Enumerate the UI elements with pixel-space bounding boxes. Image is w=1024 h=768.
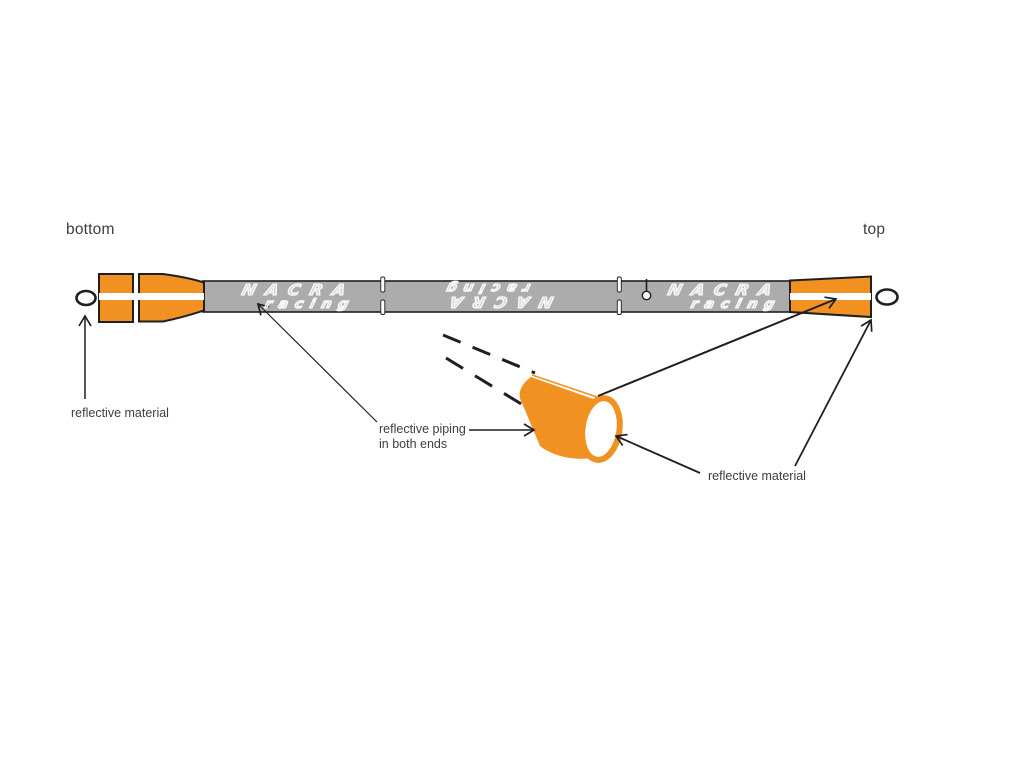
brand-logo-line1: NACRA (239, 280, 358, 299)
reflective-material-right-label: reflective material (708, 469, 806, 483)
notch-slit (616, 276, 622, 293)
top-eyelet (875, 288, 899, 306)
piping-tube-detail (519, 374, 623, 463)
reflective-material-left-label: reflective material (71, 406, 169, 420)
reflective-piping-label-line2: in both ends (379, 437, 448, 451)
brand-logo-right: NACRA racing (642, 280, 794, 312)
tube-opening (579, 395, 623, 463)
tube-body (519, 377, 599, 459)
strap-notches (380, 276, 622, 315)
brand-logo-line1: NACRA (437, 292, 556, 311)
reflective-piping-label: reflective piping in both ends (379, 422, 466, 452)
projection-dashed-lines (442, 333, 537, 415)
notch-slit (380, 299, 386, 315)
keyhole-pin (641, 279, 652, 301)
reflective-piping-label-line1: reflective piping (379, 422, 466, 436)
annotation-arrows (78, 296, 873, 474)
brand-logo-line1: NACRA (665, 280, 784, 299)
tube-top-highlight (531, 374, 598, 398)
brand-logo-left: NACRA racing (216, 280, 368, 312)
arrow-to-top-eyelet (794, 318, 873, 467)
bottom-eyelet (75, 289, 97, 307)
arrow-to-tube-opening (614, 433, 701, 474)
bottom-end-label: bottom (66, 221, 115, 238)
notch-slit (616, 299, 622, 315)
bottom-reflective-stripe (99, 293, 204, 300)
strap-top-end-cap (789, 275, 872, 319)
top-reflective-stripe (790, 293, 871, 300)
brand-logo-line2: racing (262, 296, 357, 312)
brand-logo-center-flipped: NACRA racing (427, 279, 579, 311)
brand-logo-line2: racing (438, 279, 533, 295)
arrow-tube-to-top-stripe (597, 296, 838, 397)
brand-logo-line2: racing (688, 296, 783, 312)
top-end-label: top (863, 221, 886, 238)
arrow-to-bottom-stripe (256, 302, 378, 423)
strap-bottom-end-cap (98, 273, 205, 323)
notch-slit (380, 276, 386, 293)
